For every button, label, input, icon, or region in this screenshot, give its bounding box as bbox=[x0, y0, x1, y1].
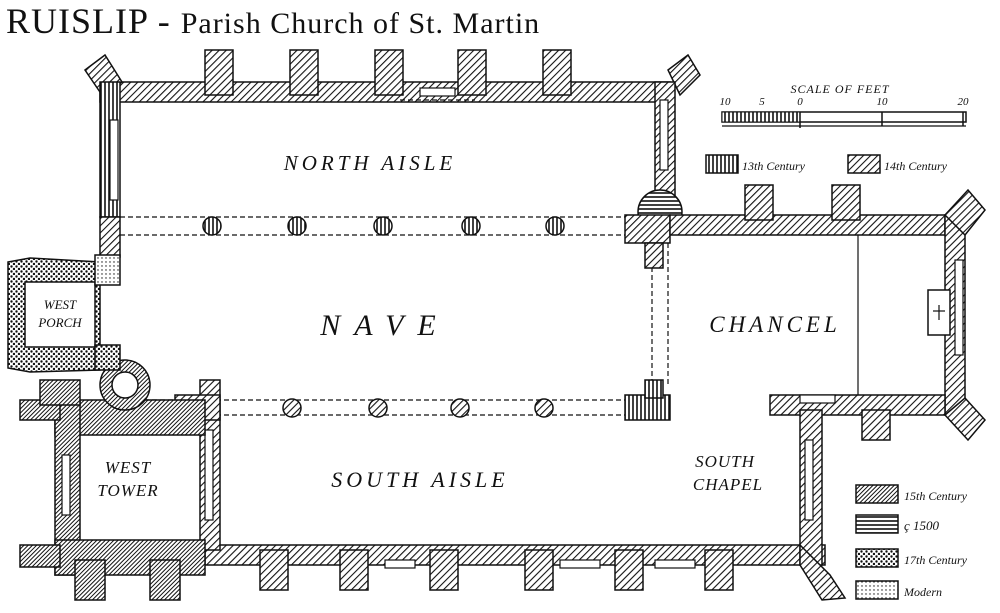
page-title: RUISLIP - Parish Church of St. Martin bbox=[6, 0, 540, 42]
south-chapel-label-1: SOUTH bbox=[695, 452, 756, 471]
west-porch-label-2: PORCH bbox=[37, 315, 82, 330]
legend-label: Modern bbox=[903, 585, 942, 599]
legend-label: 17th Century bbox=[904, 553, 968, 567]
scale-tick-label: 5 bbox=[759, 96, 765, 108]
title-subtitle: Parish Church of St. Martin bbox=[180, 7, 541, 40]
legend-label: 15th Century bbox=[904, 489, 968, 503]
west-tower-label-2: TOWER bbox=[97, 481, 158, 500]
dots-icon bbox=[855, 580, 899, 600]
chancel-label: CHANCEL bbox=[709, 312, 841, 337]
south-arcade-piers bbox=[282, 398, 554, 418]
legend-label: 13th Century bbox=[742, 159, 806, 173]
west-tower-walls bbox=[19, 359, 206, 601]
west-tower-windows bbox=[61, 454, 71, 516]
title-place: RUISLIP bbox=[6, 1, 148, 41]
west-porch-label-1: WEST bbox=[44, 297, 77, 312]
scale-title: SCALE OF FEET bbox=[791, 82, 890, 96]
legend: 13th Century 14th Century 15th Century ç… bbox=[705, 154, 968, 600]
legend-label: ç 1500 bbox=[904, 518, 940, 533]
arcade-lines bbox=[120, 99, 669, 416]
scale-bar: SCALE OF FEET 10 5 0 10 20 bbox=[720, 82, 970, 128]
scale-tick-label: 0 bbox=[797, 96, 803, 108]
south-windows bbox=[204, 429, 814, 569]
altar bbox=[927, 289, 951, 336]
north-aisle-label: NORTH AISLE bbox=[283, 151, 457, 175]
north-windows bbox=[109, 87, 669, 201]
legend-label: 14th Century bbox=[884, 159, 948, 173]
dense-hatch-icon bbox=[855, 484, 899, 504]
chancel-arch bbox=[624, 214, 671, 421]
vertical-hatch-icon bbox=[705, 154, 739, 174]
south-chapel-label-2: CHAPEL bbox=[693, 475, 763, 494]
north-arcade-piers bbox=[202, 216, 565, 236]
diagonal-hatch-icon bbox=[847, 154, 881, 174]
cross-hatch-icon bbox=[855, 548, 899, 568]
scale-tick-label: 10 bbox=[877, 96, 889, 108]
horizontal-hatch-icon bbox=[855, 514, 899, 534]
scale-tick-label: 20 bbox=[958, 96, 970, 108]
chancel-windows bbox=[799, 259, 964, 404]
west-porch-walls bbox=[7, 254, 121, 373]
west-tower-label-1: WEST bbox=[105, 458, 152, 477]
scale-tick-label: 10 bbox=[720, 96, 732, 108]
south-aisle-label: SOUTH AISLE bbox=[331, 467, 508, 492]
nave-label: NAVE bbox=[319, 309, 450, 342]
title-separator: - bbox=[147, 1, 181, 41]
